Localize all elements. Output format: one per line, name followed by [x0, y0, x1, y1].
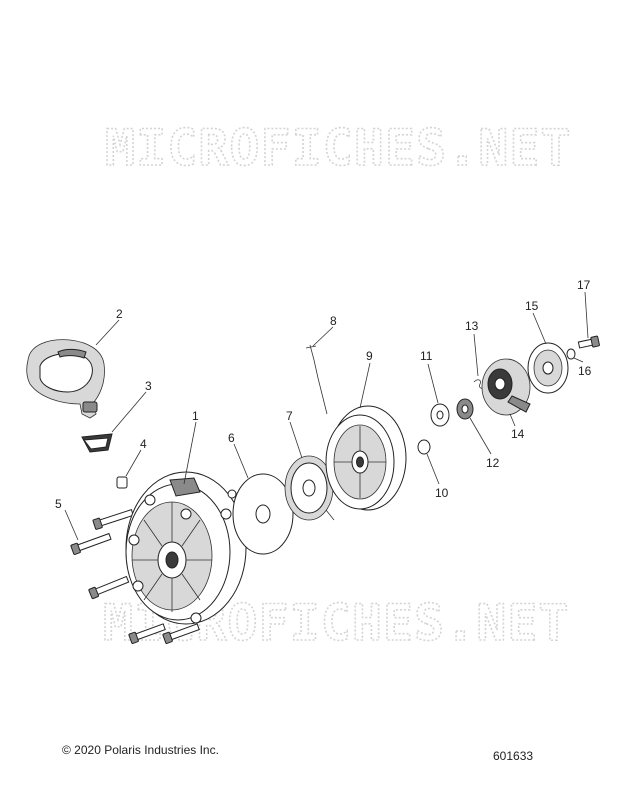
callout-11: 11: [420, 349, 433, 363]
friction-washer-drawing: [456, 398, 474, 420]
handle-insert-drawing: [81, 433, 113, 453]
leader-lines: [64, 291, 589, 541]
spring-plate-drawing: [227, 473, 294, 555]
washer-drawing: [430, 403, 450, 427]
callout-6: 6: [228, 431, 235, 445]
recoil-spring-drawing: [284, 455, 335, 521]
watermark-top: MICROFICHES.NET: [105, 119, 572, 177]
figure-number: 601633: [493, 749, 534, 763]
retaining-ring-drawing: [417, 439, 431, 455]
callout-14: 14: [511, 427, 525, 441]
callout-9: 9: [366, 349, 373, 363]
callout-13: 13: [465, 319, 479, 333]
rope-guide-bushing-drawing: [116, 476, 128, 489]
mounting-bolts-drawing: [70, 509, 200, 644]
lock-washer-drawing: [566, 348, 576, 360]
callout-8: 8: [330, 314, 337, 328]
callout-15: 15: [525, 299, 539, 313]
callout-1: 1: [192, 409, 199, 423]
callout-16: 16: [578, 364, 592, 378]
callout-4: 4: [140, 437, 147, 451]
callout-5: 5: [55, 497, 62, 511]
pawl-carrier-drawing: [481, 358, 531, 416]
callout-7: 7: [286, 409, 293, 423]
rope-pulley-drawing: [325, 405, 407, 511]
callout-numbers: 1 2 3 4 5 6 7 8 9 10 11 12 13 14 15 16 1…: [55, 278, 592, 511]
callout-12: 12: [486, 456, 500, 470]
center-bolt-drawing: [577, 335, 600, 349]
callout-2: 2: [116, 307, 123, 321]
callout-3: 3: [145, 379, 152, 393]
starter-rope-drawing: [305, 344, 328, 415]
callout-17: 17: [577, 278, 591, 292]
starter-handle-drawing: [26, 339, 105, 419]
recoil-housing-drawing: [125, 471, 247, 625]
drive-plate-drawing: [527, 342, 569, 394]
copyright-text: © 2020 Polaris Industries Inc.: [62, 743, 219, 757]
callout-10: 10: [435, 486, 449, 500]
